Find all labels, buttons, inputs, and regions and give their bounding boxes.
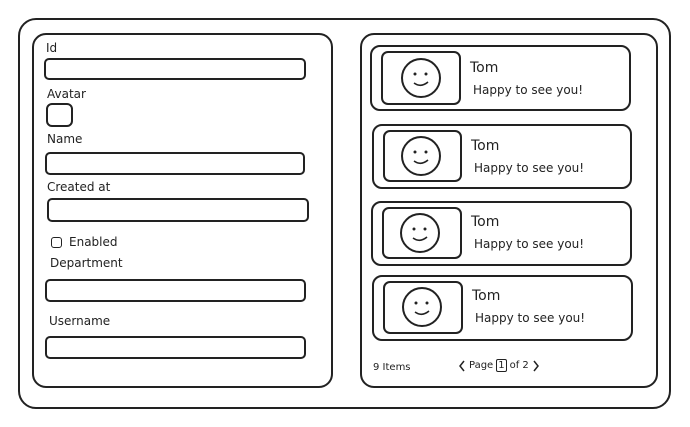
chevron-right-icon[interactable] xyxy=(532,360,540,372)
name-label: Name xyxy=(47,132,83,146)
item-count: 9 Items xyxy=(373,362,411,373)
smiley-face-icon xyxy=(400,213,440,253)
created-at-label: Created at xyxy=(47,180,111,194)
page-total: of 2 xyxy=(509,359,529,371)
department-field[interactable] xyxy=(45,279,306,302)
list-item-name: Tom xyxy=(470,60,499,76)
avatar-label: Avatar xyxy=(47,87,86,101)
smiley-face-icon xyxy=(401,136,441,176)
list-item-message: Happy to see you! xyxy=(474,161,585,175)
current-page[interactable]: 1 xyxy=(496,359,507,372)
id-field[interactable] xyxy=(44,58,306,80)
created-at-field[interactable] xyxy=(47,198,309,222)
avatar-upload[interactable] xyxy=(46,103,73,127)
smiley-face-icon xyxy=(402,287,442,327)
list-item-name: Tom xyxy=(472,288,501,304)
name-field[interactable] xyxy=(45,152,305,175)
app-window xyxy=(18,18,671,409)
list-panel xyxy=(360,33,658,388)
id-label: Id xyxy=(46,41,58,55)
smiley-face-icon xyxy=(401,58,441,98)
enabled-checkbox[interactable] xyxy=(51,237,62,248)
list-item-name: Tom xyxy=(471,138,500,154)
form-panel xyxy=(32,33,333,388)
username-label: Username xyxy=(49,314,111,328)
list-item-name: Tom xyxy=(471,214,500,230)
list-item-avatar xyxy=(383,281,463,334)
list-item-avatar xyxy=(381,51,461,105)
list-item-message: Happy to see you! xyxy=(473,83,584,97)
department-label: Department xyxy=(50,256,123,270)
list-item-avatar xyxy=(383,130,462,182)
pagination: Page 1 of 2 xyxy=(458,359,540,372)
list-item-message: Happy to see you! xyxy=(475,311,586,325)
page-word: Page xyxy=(469,359,494,371)
enabled-label: Enabled xyxy=(69,235,118,249)
username-field[interactable] xyxy=(45,336,306,359)
chevron-left-icon[interactable] xyxy=(458,360,466,372)
list-item-message: Happy to see you! xyxy=(474,237,585,251)
list-item-avatar xyxy=(382,207,462,259)
